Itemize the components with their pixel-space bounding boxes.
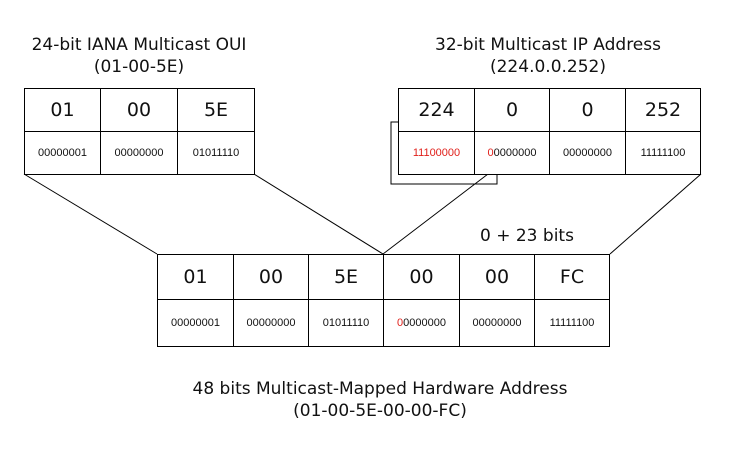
oui-hex-cell-1: 01 [24, 88, 101, 132]
ip-hex-cell-4: 252 [625, 88, 701, 132]
ip-bin-cell-2-red-bit: 0 [487, 147, 494, 159]
ip-title-line2: (224.0.0.252) [489, 57, 606, 77]
oui-title-line2: (01-00-5E) [93, 57, 185, 77]
mac-hex-cell-1: 01 [157, 254, 234, 300]
ip-hex-cell-3: 0 [549, 88, 626, 132]
ip-bin-cell-2-rest: 0000000 [493, 147, 537, 159]
mac-bin-cell-5: 00000000 [459, 299, 535, 347]
mac-bin-cell-3: 01011110 [308, 299, 384, 347]
mac-hex-cell-5: 00 [459, 254, 535, 300]
mac-title-line2: (01-00-5E-00-00-FC) [293, 401, 467, 421]
mac-hex-cell-2: 00 [233, 254, 309, 300]
oui-bin-cell-1: 00000001 [24, 131, 101, 175]
ip-title: 32-bit Multicast IP Address (224.0.0.252… [398, 34, 698, 78]
mac-bin-cell-4-red-bit: 0 [397, 317, 404, 329]
oui-bin-cell-2: 00000000 [100, 131, 178, 175]
oui-title-line1: 24-bit IANA Multicast OUI [31, 35, 247, 55]
ip-right-mapping-line [609, 173, 702, 255]
oui-left-mapping-line [23, 173, 158, 255]
oui-right-mapping-line [253, 173, 384, 255]
mac-bin-cell-4-rest: 0000000 [403, 317, 446, 329]
ip-bin-cell-1: 11100000 [398, 131, 475, 175]
ip-bin-cell-3: 00000000 [549, 131, 626, 175]
mac-title: 48 bits Multicast-Mapped Hardware Addres… [120, 378, 640, 422]
mac-bin-cell-6: 11111100 [534, 299, 610, 347]
oui-title: 24-bit IANA Multicast OUI (01-00-5E) [24, 34, 254, 78]
mac-title-line1: 48 bits Multicast-Mapped Hardware Addres… [192, 379, 568, 399]
mac-bin-cell-2: 00000000 [233, 299, 309, 347]
bits-note: 0 + 23 bits [480, 226, 574, 246]
mac-hex-cell-6: FC [534, 254, 610, 300]
ip-bin-cell-4: 11111100 [625, 131, 701, 175]
mac-hex-cell-3: 5E [308, 254, 384, 300]
ip-hex-cell-1: 224 [398, 88, 475, 132]
ip-title-line1: 32-bit Multicast IP Address [435, 35, 661, 55]
mac-bin-cell-1: 00000001 [157, 299, 234, 347]
oui-hex-cell-3: 5E [177, 88, 255, 132]
mac-hex-cell-4: 00 [383, 254, 460, 300]
oui-bin-cell-3: 01011110 [177, 131, 255, 175]
ip-left-mapping-line [382, 173, 489, 255]
ip-hex-cell-2: 0 [474, 88, 550, 132]
oui-hex-cell-2: 00 [100, 88, 178, 132]
